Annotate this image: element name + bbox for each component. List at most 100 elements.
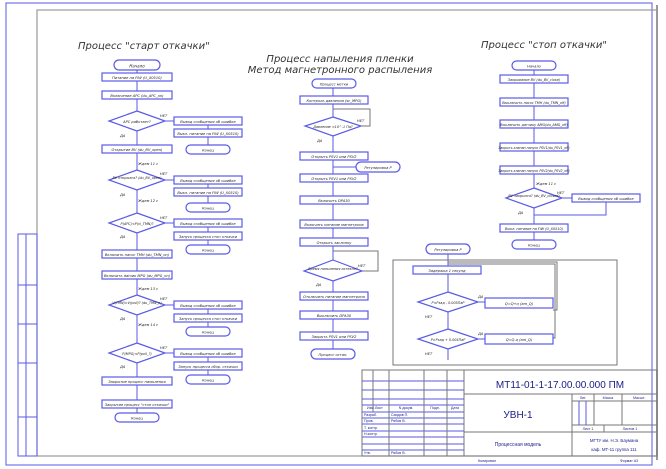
middle-step-1[interactable] — [299, 95, 369, 105]
right-end-terminal[interactable] — [511, 239, 557, 250]
left-end-5[interactable] — [185, 374, 231, 385]
svg-text:ДА: ДА — [315, 283, 322, 287]
svg-text:НЕТ: НЕТ — [425, 352, 433, 356]
copied-label: Копировал — [478, 459, 496, 463]
svg-text:Выключить DPA30: Выключить DPA30 — [317, 314, 352, 318]
svg-text:Ждем 14 с: Ждем 14 с — [137, 323, 158, 327]
svg-text:ДА: ДА — [119, 193, 126, 197]
doc-number: МТ11-01-1-17.00.00.000 ПМ — [496, 380, 624, 391]
regulation-action-1[interactable] — [484, 297, 554, 309]
svg-text:Конец: Конец — [202, 249, 214, 253]
svg-text:Открыть PSV1 или PSV2: Открыть PSV1 или PSV2 — [311, 155, 357, 159]
svg-text:НЕТ: НЕТ — [358, 264, 366, 268]
right-decision[interactable] — [504, 187, 564, 209]
svg-text:Питание на FiW (U_X0510): Питание на FiW (U_X0510) — [112, 76, 162, 80]
svg-text:Открыть PSV1 или PSV2: Открыть PSV1 или PSV2 — [311, 177, 357, 181]
left-step-3[interactable] — [101, 144, 173, 154]
svg-text:Закрыть PSV1 или PSV2: Закрыть PSV1 или PSV2 — [312, 335, 358, 339]
middle-step-6[interactable] — [299, 237, 369, 247]
svg-text:Закрывание BV (du_BV_close): Закрывание BV (du_BV_close) — [508, 78, 560, 82]
left-start-terminal[interactable] — [113, 59, 161, 71]
left-decision-3[interactable] — [107, 212, 167, 234]
svg-text:Запуск процесса стоп откачки: Запуск процесса стоп откачки — [179, 235, 238, 239]
regulation-delay-step[interactable] — [412, 265, 482, 275]
middle-regulation-link[interactable] — [355, 161, 401, 173]
svg-text:Лист: Лист — [375, 406, 383, 410]
svg-text:Ждем 11 с: Ждем 11 с — [137, 162, 158, 166]
left-step-7[interactable] — [101, 399, 173, 409]
svg-text:ДА: ДА — [119, 134, 126, 138]
left-step-2[interactable] — [101, 90, 173, 100]
middle-step-8[interactable] — [299, 310, 369, 320]
middle-decision-2[interactable] — [302, 259, 364, 282]
svg-text:Конец: Конец — [202, 379, 214, 383]
left-step-6[interactable] — [101, 376, 173, 386]
svg-text:ДА: ДА — [316, 139, 323, 143]
middle-step-5[interactable] — [299, 219, 369, 229]
left-end-4[interactable] — [185, 326, 231, 337]
right-step-1[interactable] — [499, 74, 569, 84]
left-branch-action-3[interactable] — [173, 231, 243, 241]
svg-text:V(TMN)>V(poll)? (du_TMN_n): V(TMN)>V(poll)? (du_TMN_n) — [112, 301, 161, 305]
left-branch-action-4[interactable] — [173, 313, 243, 323]
svg-text:ДА: ДА — [119, 317, 126, 321]
svg-text:Конец: Конец — [131, 417, 143, 421]
format-label: Формат А3 — [620, 459, 638, 463]
left-end-3[interactable] — [185, 244, 231, 255]
regulation-decision-2[interactable] — [416, 328, 480, 350]
regulation-decision-1[interactable] — [416, 291, 480, 313]
left-step-4[interactable] — [101, 249, 173, 259]
left-end-1[interactable] — [185, 144, 231, 155]
svg-text:Масса: Масса — [603, 396, 614, 400]
svg-text:ДА: ДА — [477, 295, 484, 299]
left-branch-action-5[interactable] — [173, 361, 243, 371]
svg-text:ДА: ДА — [119, 365, 126, 369]
svg-text:Вывод сообщения об ошибке: Вывод сообщения об ошибке — [180, 120, 236, 124]
left-step-5[interactable] — [101, 270, 173, 280]
middle-step-3[interactable] — [299, 173, 369, 183]
svg-text:Лист 1: Лист 1 — [583, 427, 594, 431]
left-decision-2[interactable] — [107, 169, 167, 191]
svg-text:Начало: Начало — [129, 64, 145, 69]
middle-end-terminal[interactable] — [310, 348, 356, 360]
svg-text:Включить насос TMH (du_TMN_on): Включить насос TMH (du_TMN_on) — [105, 253, 170, 257]
svg-text:НЕТ: НЕТ — [557, 191, 565, 195]
middle-step-7[interactable] — [299, 291, 369, 301]
left-branch-action-2[interactable] — [173, 187, 243, 197]
left-decision-1[interactable] — [107, 110, 167, 132]
middle-step-2[interactable] — [299, 151, 369, 161]
svg-text:Открытие BV (du_BV_open): Открытие BV (du_BV_open) — [112, 148, 164, 152]
svg-text:Запуск процесса стоп откачки: Запуск процесса стоп откачки — [179, 317, 238, 321]
svg-text:Дата: Дата — [451, 406, 459, 410]
regulation-action-2[interactable] — [484, 333, 554, 345]
middle-start-terminal[interactable] — [311, 78, 357, 89]
left-step-1[interactable] — [101, 72, 173, 82]
svg-text:НЕТ: НЕТ — [357, 119, 365, 123]
right-step-3[interactable] — [499, 119, 569, 129]
svg-text:Изм.: Изм. — [367, 406, 375, 410]
left-end-terminal[interactable] — [114, 412, 160, 423]
middle-step-4[interactable] — [299, 195, 369, 205]
svg-text:Включить datчик MPG (du_MPG_on: Включить datчик MPG (du_MPG_on) — [104, 274, 171, 278]
right-step-4[interactable] — [499, 142, 569, 152]
right-step-5[interactable] — [499, 165, 569, 175]
product-name: УВН-1 — [503, 410, 533, 421]
svg-text:НЕТ: НЕТ — [160, 297, 168, 301]
outer-frame — [5, 2, 653, 466]
right-start-terminal[interactable] — [511, 60, 557, 71]
right-step-2[interactable] — [499, 97, 569, 107]
middle-decision-1[interactable] — [303, 116, 363, 137]
middle-step-9[interactable] — [299, 331, 369, 341]
left-decision-5[interactable] — [107, 342, 167, 364]
svg-text:N докум.: N докум. — [399, 406, 414, 410]
left-decision-4[interactable] — [107, 294, 167, 316]
svg-text:Вывод сообщения об ошибке: Вывод сообщения об ошибке — [180, 179, 236, 183]
svg-text:Закрыть клапан напуск PSV1(du_: Закрыть клапан напуск PSV1(du_PSV1_off) — [498, 146, 569, 150]
svg-text:Рябов В.: Рябов В. — [391, 451, 406, 455]
left-end-2[interactable] — [185, 202, 231, 213]
svg-text:НЕТ: НЕТ — [160, 172, 168, 176]
svg-text:Задержка 1 секунд: Задержка 1 секунд — [429, 269, 466, 273]
right-step-6[interactable] — [499, 223, 569, 233]
svg-text:Конец: Конец — [202, 331, 214, 335]
left-branch-action-1[interactable] — [173, 128, 243, 138]
